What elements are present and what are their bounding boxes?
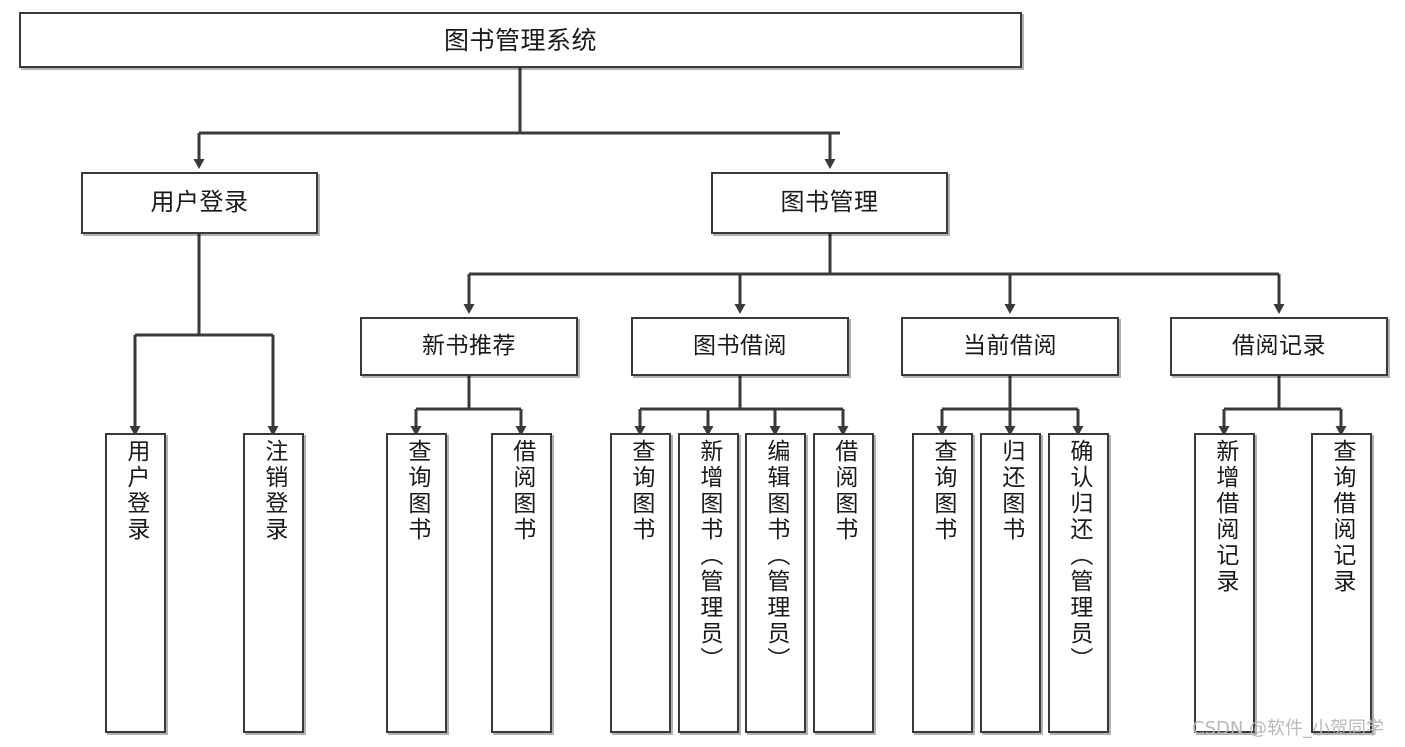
leaf-nb-borrow-book[interactable]: 借阅图书 xyxy=(491,433,552,733)
node-root-label: 图书管理系统 xyxy=(443,25,597,55)
leaf-bb-edit-book[interactable]: 编辑图书（管理员） xyxy=(745,433,806,733)
leaf-cb-return-book[interactable]: 归还图书 xyxy=(980,433,1041,733)
node-new-book-recommend[interactable]: 新书推荐 xyxy=(360,317,578,376)
node-root-system[interactable]: 图书管理系统 xyxy=(19,12,1022,68)
leaf-user-login-label: 用户登录 xyxy=(122,439,149,543)
leaf-nb-query-book[interactable]: 查询图书 xyxy=(386,433,447,733)
leaf-cb-query-book-label: 查询图书 xyxy=(929,439,956,543)
leaf-bb-query-book-label: 查询图书 xyxy=(627,439,654,543)
node-current-borrow-label: 当前借阅 xyxy=(963,333,1057,360)
leaf-br-add-record-label: 新增借阅记录 xyxy=(1211,439,1238,595)
leaf-bb-borrow-book[interactable]: 借阅图书 xyxy=(813,433,874,733)
leaf-bb-query-book[interactable]: 查询图书 xyxy=(610,433,671,733)
leaf-cb-confirm-return-label: 确认归还（管理员） xyxy=(1065,439,1092,673)
leaf-cb-return-book-label: 归还图书 xyxy=(997,439,1024,543)
leaf-nb-query-book-label: 查询图书 xyxy=(403,439,430,543)
node-book-borrow[interactable]: 图书借阅 xyxy=(631,317,849,376)
leaf-br-query-record[interactable]: 查询借阅记录 xyxy=(1311,433,1372,733)
leaf-nb-borrow-book-label: 借阅图书 xyxy=(508,439,535,543)
node-book-management-label: 图书管理 xyxy=(780,188,879,217)
node-current-borrow[interactable]: 当前借阅 xyxy=(901,317,1119,376)
leaf-cb-query-book[interactable]: 查询图书 xyxy=(912,433,973,733)
leaf-bb-borrow-book-label: 借阅图书 xyxy=(830,439,857,543)
node-user-login[interactable]: 用户登录 xyxy=(81,172,318,234)
leaf-br-query-record-label: 查询借阅记录 xyxy=(1328,439,1355,595)
node-borrow-records-label: 借阅记录 xyxy=(1232,333,1326,360)
leaf-bb-add-book-label: 新增图书（管理员） xyxy=(695,439,722,673)
node-book-borrow-label: 图书借阅 xyxy=(693,333,787,360)
leaf-br-add-record[interactable]: 新增借阅记录 xyxy=(1194,433,1255,733)
leaf-logout-label: 注销登录 xyxy=(260,439,287,543)
leaf-logout[interactable]: 注销登录 xyxy=(243,433,304,733)
leaf-cb-confirm-return[interactable]: 确认归还（管理员） xyxy=(1048,433,1109,733)
node-borrow-records[interactable]: 借阅记录 xyxy=(1170,317,1388,376)
node-user-login-label: 用户登录 xyxy=(150,188,249,217)
leaf-bb-add-book[interactable]: 新增图书（管理员） xyxy=(678,433,739,733)
leaf-user-login[interactable]: 用户登录 xyxy=(105,433,166,733)
leaf-bb-edit-book-label: 编辑图书（管理员） xyxy=(762,439,789,673)
node-book-management[interactable]: 图书管理 xyxy=(711,172,948,234)
node-new-book-recommend-label: 新书推荐 xyxy=(422,333,516,360)
